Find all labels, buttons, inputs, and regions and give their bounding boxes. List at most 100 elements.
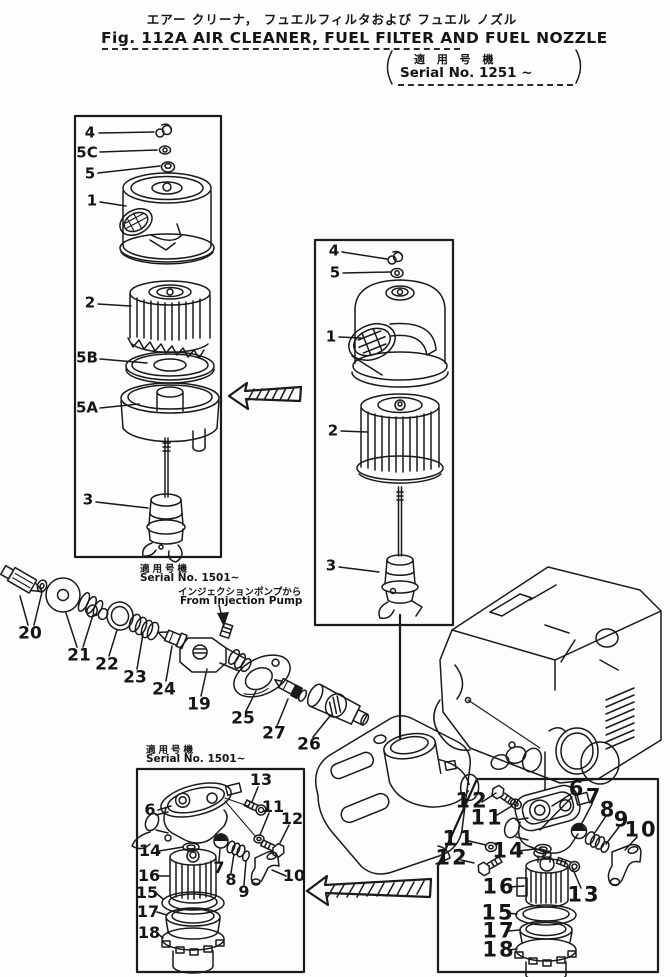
leader-line-6 (157, 805, 172, 811)
washer-5c-drawing (158, 145, 172, 155)
part-callout-8: 8 (225, 870, 237, 889)
leader-line-4 (98, 131, 155, 134)
leader-line-5 (97, 165, 161, 174)
part-callout-1: 1 (86, 191, 98, 210)
filter-head-6-right-drawing (503, 784, 591, 863)
leader-line-19 (200, 668, 208, 697)
fuel-filter-left-drawing (131, 782, 257, 974)
fuel-tank-drawing (315, 715, 480, 875)
leader-line-12 (481, 792, 497, 803)
leader-line-3 (338, 566, 380, 573)
leader-line-2 (97, 303, 132, 307)
leader-line-5 (342, 271, 391, 274)
washer-9b-right-drawing (600, 841, 610, 853)
part-callout-11: 11 (470, 805, 504, 830)
part-callout-12: 12 (280, 809, 304, 828)
wing-bolt-4-mid-drawing (387, 250, 404, 265)
page-title-english: Fig. 112A AIR CLEANER, FUEL FILTER AND F… (101, 29, 608, 47)
filter-element-16b-right-drawing (516, 850, 569, 908)
part-callout-7: 7 (585, 784, 603, 809)
leader-line-1 (99, 201, 127, 207)
serial-note-english: Serial No. 1251 ~ (400, 65, 533, 81)
leader-line-12 (460, 859, 475, 864)
part-callout-4: 4 (328, 241, 340, 260)
part-callout-21: 21 (67, 645, 91, 666)
leader-line-10 (624, 836, 638, 851)
spring-23-drawing (128, 613, 160, 641)
leader-line-9 (605, 826, 620, 845)
leader-line-10 (271, 869, 287, 877)
leader-line-21 (65, 612, 78, 648)
leader-line-9 (243, 860, 247, 886)
serial-note-japanese: 適 用 号 機 (414, 53, 498, 66)
nozzle-27-drawing (274, 677, 308, 702)
air-cleaner-element-left-drawing (127, 280, 211, 359)
serial-parentheses (386, 49, 582, 85)
ring-22-drawing (106, 601, 134, 631)
leader-line-8 (593, 815, 607, 835)
leader-line-13 (571, 866, 582, 889)
wing-nut-3-mid-drawing (378, 486, 423, 740)
part-callout-16: 16 (137, 866, 161, 885)
injector-19-drawing (179, 604, 252, 673)
leader-line-24 (165, 645, 173, 682)
part-callout-12: 12 (455, 788, 489, 813)
bottom-left-box-serial-english: Serial No. 1501~ (146, 753, 246, 765)
part-callout-17: 17 (136, 902, 160, 921)
injection-pump-note-japanese: インジェクションポンプから (178, 587, 302, 598)
leader-line-3 (95, 501, 149, 509)
leader-line-11 (259, 812, 270, 836)
leader-line-6 (551, 793, 572, 807)
leader-line-21 (82, 614, 94, 648)
leader-line-14 (158, 846, 184, 852)
washer-9-left-drawing (241, 850, 251, 862)
part-callout-5: 5 (84, 164, 96, 183)
part-callout-26: 26 (297, 734, 321, 755)
bolt-12a-right-drawing (491, 784, 516, 807)
bolt-12b-right-drawing (477, 856, 503, 877)
leader-line-26 (312, 715, 331, 738)
leader-line-17 (156, 911, 168, 916)
elbow-10b-right-drawing (607, 843, 642, 887)
part-callout-15: 15 (481, 900, 515, 925)
part-callout-5B: 5B (76, 348, 98, 367)
part-callout-8: 8 (599, 797, 617, 822)
part-callout-2: 2 (84, 293, 96, 312)
part-callout-18: 18 (482, 937, 516, 962)
leader-line-15 (155, 892, 164, 900)
arrow-to-bottom-left-box (305, 874, 433, 907)
part-callout-5: 5 (329, 263, 341, 282)
leader-line-11 (496, 805, 513, 816)
leader-line-13 (251, 786, 259, 803)
part-callout-16: 16 (482, 874, 516, 899)
leader-line-2 (340, 430, 368, 433)
part-callout-18: 18 (137, 923, 161, 942)
sleeve-26-drawing (306, 683, 370, 726)
leader-line-25 (245, 690, 257, 712)
part-callout-27: 27 (262, 723, 286, 744)
leader-line-7 (580, 803, 593, 826)
leader-line-18 (156, 932, 164, 939)
leader-line-22 (108, 629, 118, 657)
leader-line-4 (341, 251, 388, 260)
nozzle-holder-21-drawing (45, 577, 109, 621)
leader-line-17 (507, 929, 521, 932)
part-callout-10: 10 (282, 866, 306, 885)
wing-bolt-4-left-drawing (155, 123, 173, 138)
nut-5-drawing (160, 161, 176, 173)
part-callout-6: 6 (568, 776, 586, 801)
leader-line-5B (99, 358, 148, 364)
part-callout-4: 4 (84, 123, 96, 142)
air-cleaner-cap-mid-drawing (348, 279, 449, 388)
left-box-serial-japanese: 適用号機 (140, 564, 191, 575)
serial-underline (398, 84, 573, 86)
bottom-left-box-serial-japanese: 適用号機 (146, 745, 197, 756)
part-callout-11: 11 (261, 797, 285, 816)
leader-line-20 (19, 595, 29, 626)
bowl-18b-right-drawing (514, 938, 577, 977)
part-callout-3: 3 (82, 490, 94, 509)
part-callout-2: 2 (327, 421, 339, 440)
washer-20-drawing (36, 579, 48, 593)
page-title-japanese: エアー クリーナ， フュエルフィルタおよび フュエル ノズル (146, 12, 518, 27)
